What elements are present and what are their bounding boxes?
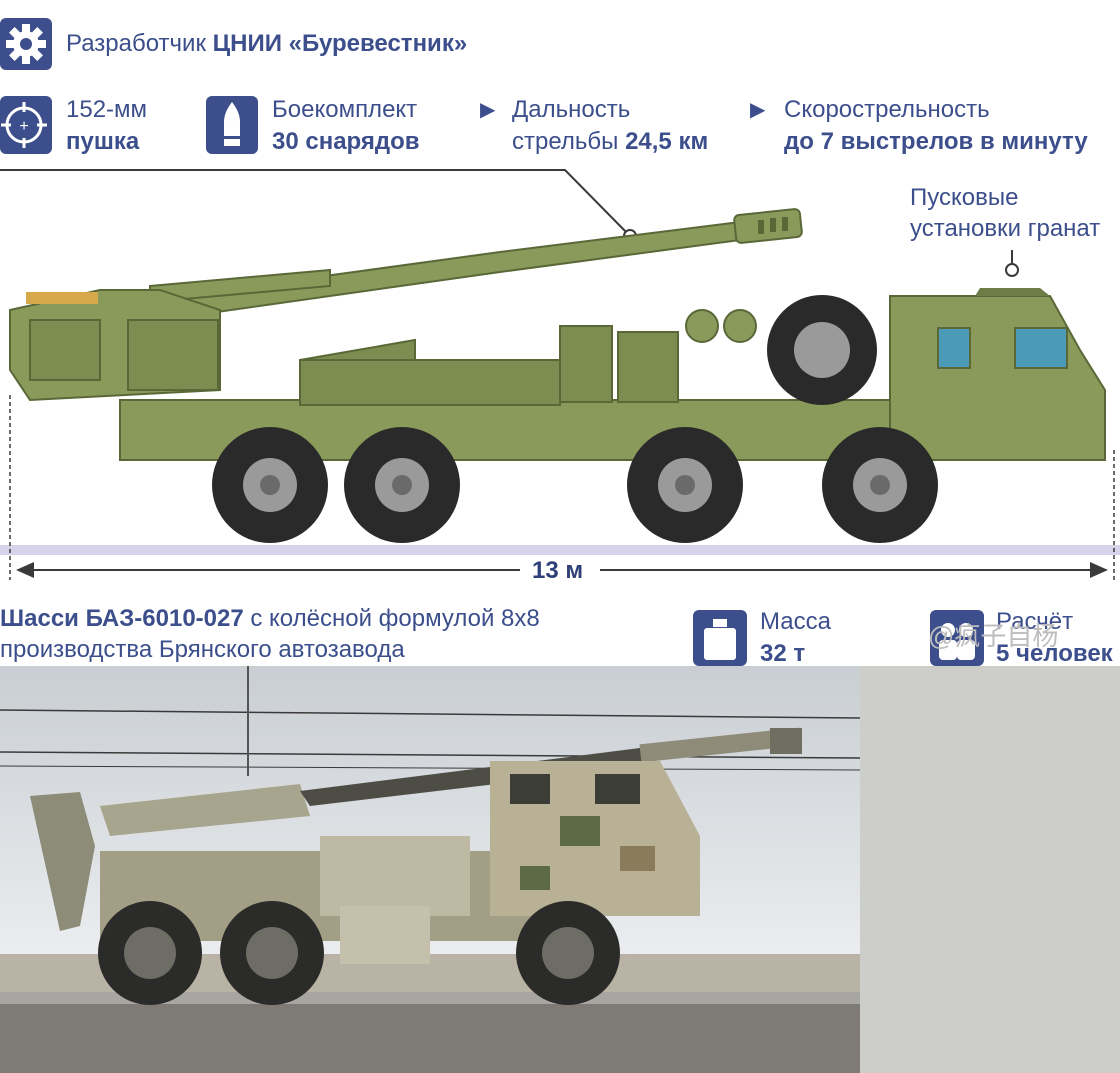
gear-icon [0, 18, 52, 70]
range-marker-icon: ▶ [480, 99, 496, 121]
shell-icon [206, 96, 258, 154]
developer-line: Разработчик ЦНИИ «Буревестник» [66, 28, 467, 60]
crew-icon [930, 610, 984, 666]
weight-icon [693, 610, 747, 666]
callout-line2: установки гранат [910, 215, 1101, 242]
ammo-label: Боекомплект [272, 96, 418, 123]
howitzer-illustration [0, 169, 1120, 580]
chassis-line1: Шасси БАЗ-6010-027 с колёсной формулой 8… [0, 603, 540, 635]
crosshair-icon: + [0, 96, 52, 154]
gun-type: пушка [66, 128, 140, 155]
blank-panel [860, 666, 1120, 1073]
crew-value: 5 человек [996, 640, 1113, 666]
chassis-model: Шасси БАЗ-6010-027 [0, 605, 244, 632]
developer-label: Разработчик [66, 30, 206, 57]
svg-text:+: + [19, 118, 28, 135]
watermark: @疯子自杨 [928, 621, 1059, 651]
chassis-line2: производства Брянского автозавода [0, 636, 405, 663]
infographic: Разработчик ЦНИИ «Буревестник» + 152-мм … [0, 18, 1120, 666]
rate-label: Скорострельность [784, 96, 990, 123]
crew-label: Расчёт [996, 608, 1074, 635]
vehicle-photo [0, 666, 860, 1073]
ammo-count: 30 снарядов [272, 128, 420, 155]
range-value: 24,5 км [625, 128, 709, 155]
gun-caliber: 152-мм [66, 96, 148, 123]
developer-name: ЦНИИ «Буревестник» [212, 30, 468, 57]
chassis-formula: с колёсной формулой 8х8 [243, 605, 540, 632]
callout-line1: Пусковые [910, 184, 1019, 211]
length-value: 13 м [532, 557, 584, 584]
mass-label: Масса [760, 608, 831, 635]
range-label-2: стрельбы [512, 128, 626, 155]
rate-value: до 7 выстрелов в минуту [784, 128, 1088, 155]
range-value-line: стрельбы 24,5 км [512, 126, 708, 158]
vehicle-photo-drawing [0, 666, 860, 1073]
mass-value: 32 т [760, 640, 806, 666]
range-label: Дальность [512, 96, 631, 123]
rate-marker-icon: ▶ [750, 99, 766, 121]
